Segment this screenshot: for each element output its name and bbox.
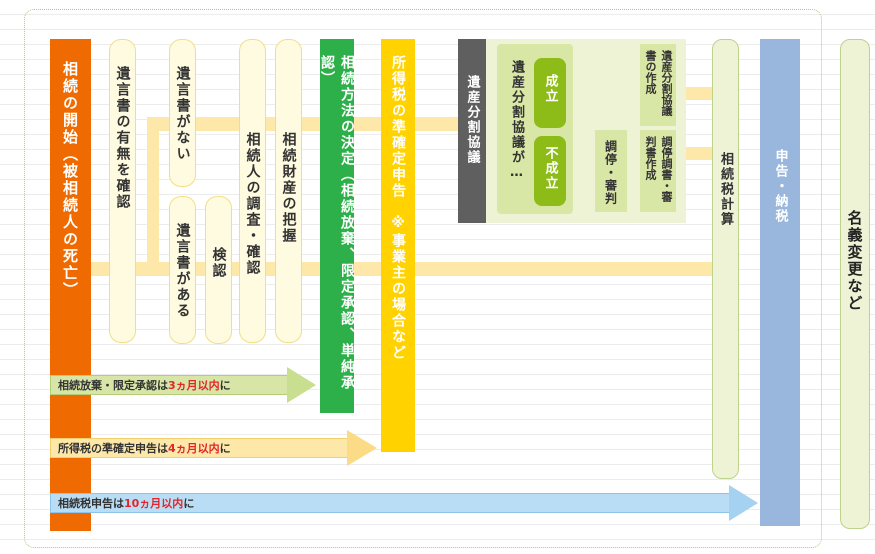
outcome-failure: 不成立 <box>534 136 566 206</box>
step-asset-grasp: 相続財産の把握 <box>275 39 302 343</box>
step-heir-research-label: 相続人の調査・確認 <box>244 132 261 276</box>
step-mediation: 調停・審判 <box>595 130 627 212</box>
deadline-arrow-4-months: 所得税の準確定申告は4ヵ月以内に <box>50 430 377 466</box>
step-agreement-doc-label: 遺産分割協議書の作成 <box>644 50 673 116</box>
step-probate: 検認 <box>205 196 232 344</box>
deadline-label-4-months: 所得税の準確定申告は4ヵ月以内に <box>58 442 231 455</box>
step-check-will-label: 遺言書の有無を確認 <box>114 66 131 210</box>
step-no-will-label: 遺言書がない <box>174 66 191 162</box>
step-tax-calc-label: 相続税計算 <box>718 152 733 227</box>
step-income-tax: 所得税の準確定申告 ※事業主の場合など <box>381 39 415 452</box>
step-mediation-doc-label: 調停調書・審判書作成 <box>644 136 673 202</box>
step-start-label: 相続の開始（被相続人の死亡） <box>61 61 79 299</box>
step-name-change: 名義変更など <box>840 39 870 529</box>
step-tax-calc: 相続税計算 <box>712 39 739 479</box>
step-check-will: 遺言書の有無を確認 <box>109 39 136 343</box>
step-mediation-doc: 調停調書・審判書作成 <box>640 130 676 212</box>
step-method-decision: 相続方法の決定（相続放棄、限定承認、単純承認） <box>319 39 355 413</box>
outcome-failure-label: 不成立 <box>542 146 558 191</box>
step-asset-grasp-label: 相続財産の把握 <box>280 132 297 244</box>
step-income-tax-label: 所得税の準確定申告 ※事業主の場合など <box>390 55 406 361</box>
step-filing-label: 申告・納税 <box>772 149 788 224</box>
step-division: 遺産分割協議 <box>458 39 486 223</box>
deadline-label-3-months: 相続放棄・限定承認は3ヵ月以内に <box>58 379 231 392</box>
step-heir-research: 相続人の調査・確認 <box>239 39 266 343</box>
step-has-will: 遺言書がある <box>169 196 196 344</box>
deadline-arrow-10-months: 相続税申告は10ヵ月以内に <box>50 485 758 521</box>
step-no-will: 遺言書がない <box>169 39 196 187</box>
outcome-success: 成立 <box>534 58 566 128</box>
deadline-label-10-months: 相続税申告は10ヵ月以内に <box>58 497 195 510</box>
step-division-is-label: 遺産分割協議が… <box>509 60 524 182</box>
step-division-label: 遺産分割協議 <box>464 75 480 165</box>
deadline-arrow-3-months: 相続放棄・限定承認は3ヵ月以内に <box>50 367 316 403</box>
flow-band-connector <box>147 117 159 275</box>
step-filing: 申告・納税 <box>760 39 800 526</box>
step-mediation-label: 調停・審判 <box>603 140 618 205</box>
step-probate-label: 検認 <box>210 247 227 279</box>
step-name-change-label: 名義変更など <box>845 210 864 312</box>
outcome-success-label: 成立 <box>542 74 558 104</box>
step-method-decision-label: 相続方法の決定（相続放棄、限定承認、単純承認） <box>319 55 355 391</box>
step-agreement-doc: 遺産分割協議書の作成 <box>640 44 676 126</box>
diagram-frame <box>24 9 822 548</box>
step-has-will-label: 遺言書がある <box>174 223 191 319</box>
